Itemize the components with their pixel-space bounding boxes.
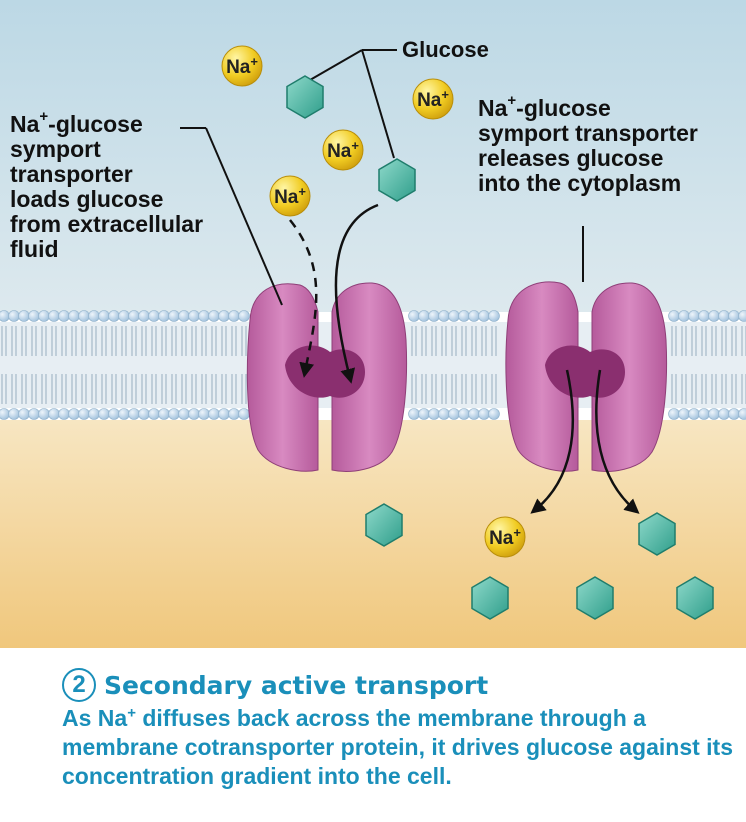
sodium-ion-icon: Na+ (269, 175, 311, 217)
svg-text:Na+: Na+ (489, 525, 521, 549)
svg-text:Na+: Na+ (274, 184, 306, 208)
diagram-stage: Na+ Na+ Na+ Na+ Na+ Glucose Na+-glucose … (0, 0, 746, 648)
sodium-ions: Na+ Na+ Na+ Na+ Na+ (221, 45, 526, 558)
leader-lines (180, 49, 584, 306)
caption-body: As Na+ diffuses back across the membrane… (62, 704, 734, 789)
transport-arrow-icon (530, 369, 575, 514)
glucose-label: Glucose (402, 37, 489, 62)
svg-text:Na+: Na+ (226, 54, 258, 78)
caption-title: Secondary active transport (104, 670, 489, 700)
transport-arrow-icon (289, 219, 318, 378)
svg-text:Na+: Na+ (327, 138, 359, 162)
transport-arrow-icon (595, 369, 640, 514)
caption: 2 Secondary active transport As Na+ diff… (62, 668, 742, 791)
right-transporter-label: Na+-glucose symport transporter releases… (478, 92, 698, 196)
sodium-ion-icon: Na+ (221, 45, 263, 87)
membrane-diagram: Na+ Na+ Na+ Na+ Na+ Glucose (0, 0, 746, 648)
left-symport-transporter (246, 282, 408, 472)
caption-heading: 2 Secondary active transport (62, 668, 742, 702)
extracellular-fluid (0, 0, 746, 312)
transport-arrows (289, 203, 640, 514)
right-symport-transporter (505, 281, 668, 472)
sodium-ion-icon: Na+ (322, 129, 364, 171)
sodium-ion-icon: Na+ (484, 516, 526, 558)
sodium-ion-icon: Na+ (412, 78, 454, 120)
transport-arrow-icon (334, 203, 379, 384)
left-transporter-label: Na+-glucose symport transporter loads gl… (10, 108, 204, 262)
step-number-badge: 2 (62, 668, 96, 702)
svg-text:Na+: Na+ (417, 87, 449, 111)
